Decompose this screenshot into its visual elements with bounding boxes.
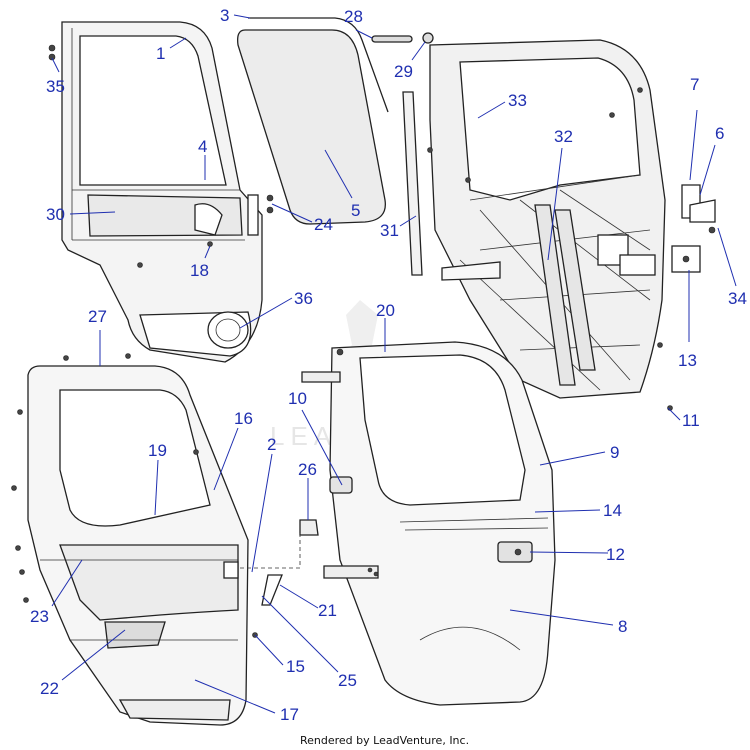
- leader-lines: [51, 14, 737, 714]
- credit-text: Rendered by LeadVenture, Inc.: [300, 734, 469, 747]
- callout-32: 32: [554, 127, 573, 146]
- callout-18: 18: [190, 261, 209, 280]
- callout-35: 35: [46, 77, 65, 96]
- callout-numbers: 1 2 3 4 5 6 7 8 9 10 11 12 13 14 15 16 1…: [30, 6, 747, 724]
- latch-handle-plate: [667, 226, 716, 411]
- callout-11: 11: [682, 411, 700, 430]
- callout-31: 31: [380, 221, 399, 240]
- outer-door-panel: [301, 341, 556, 706]
- callout-16: 16: [234, 409, 253, 428]
- inner-door-panel: [427, 39, 666, 399]
- latch-rod: [371, 32, 434, 44]
- upper-door-frame: [48, 21, 274, 363]
- callout-21: 21: [318, 601, 337, 620]
- callout-28: 28: [344, 7, 363, 26]
- callout-10: 10: [288, 389, 307, 408]
- callout-29: 29: [394, 62, 413, 81]
- callout-13: 13: [678, 351, 697, 370]
- callout-34: 34: [728, 289, 747, 308]
- callout-12: 12: [606, 545, 625, 564]
- callout-22: 22: [40, 679, 59, 698]
- callout-33: 33: [508, 91, 527, 110]
- callout-7: 7: [690, 75, 699, 94]
- callout-15: 15: [286, 657, 305, 676]
- callout-9: 9: [610, 443, 619, 462]
- callout-36: 36: [294, 289, 313, 308]
- callout-30: 30: [46, 205, 65, 224]
- callout-20: 20: [376, 301, 395, 320]
- glass-rail: [402, 91, 423, 276]
- callout-23: 23: [30, 607, 49, 626]
- callout-14: 14: [603, 501, 622, 520]
- callout-19: 19: [148, 441, 167, 460]
- window-seal: [248, 17, 389, 113]
- callout-4: 4: [198, 137, 207, 156]
- callout-6: 6: [715, 124, 724, 143]
- callout-25: 25: [338, 671, 357, 690]
- callout-24: 24: [314, 215, 333, 234]
- callout-3: 3: [220, 6, 229, 25]
- callout-1: 1: [156, 44, 165, 63]
- callout-5: 5: [351, 201, 360, 220]
- callout-8: 8: [618, 617, 627, 636]
- lower-inner-door: [11, 353, 258, 726]
- door-glass: [237, 29, 386, 225]
- door-latch: [681, 184, 716, 223]
- callout-17: 17: [280, 705, 299, 724]
- callout-27: 27: [88, 307, 107, 326]
- callout-2: 2: [267, 435, 276, 454]
- callout-26: 26: [298, 460, 317, 479]
- door-bracket-hinge: [223, 519, 319, 606]
